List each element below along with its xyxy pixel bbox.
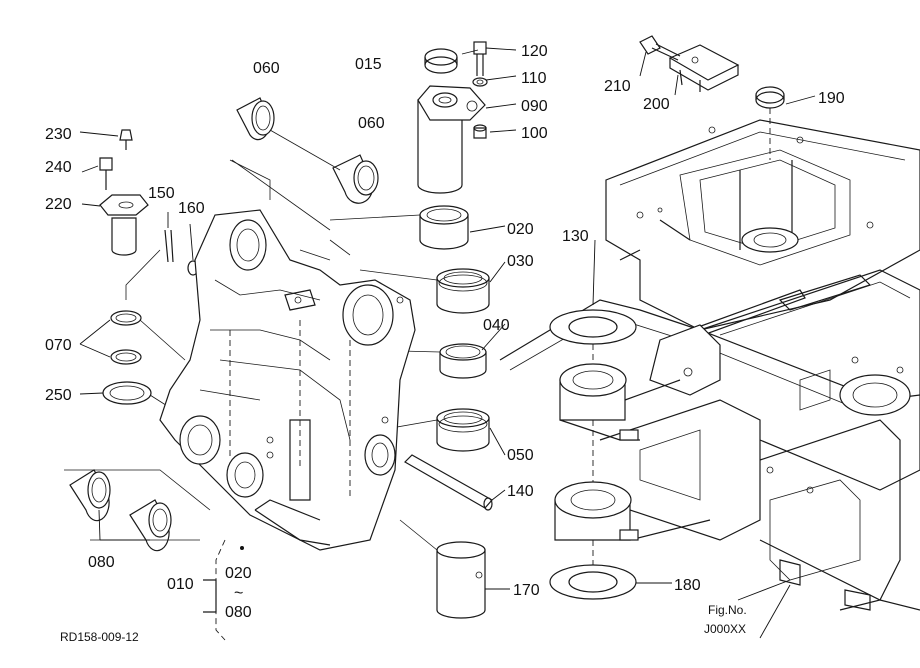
fig-code: J000XX: [704, 622, 746, 636]
washer-130: [549, 309, 637, 345]
label-070: 070: [45, 337, 72, 354]
label-140: 140: [507, 483, 534, 500]
bushing-080: [69, 469, 172, 552]
label-240: 240: [45, 159, 72, 176]
label-160: 160: [178, 200, 205, 217]
plate-200: [668, 44, 740, 92]
label-170: 170: [513, 582, 540, 599]
label-220: 220: [45, 196, 72, 213]
bushing-020: [419, 205, 469, 250]
housing-boss: [417, 85, 486, 194]
label-030: 030: [507, 253, 534, 270]
fig-label: Fig.No.: [708, 603, 747, 617]
fitting-230: [119, 129, 133, 150]
bushing-060-lower: [332, 154, 379, 204]
label-010: 010: [167, 576, 194, 593]
cap-top: [424, 48, 458, 74]
label-090: 090: [521, 98, 548, 115]
label-200: 200: [643, 96, 670, 113]
label-230: 230: [45, 126, 72, 143]
ring-040: [439, 343, 487, 379]
label-190: 190: [818, 90, 845, 107]
seal-250: [102, 381, 152, 405]
label-060-top: 060: [253, 60, 280, 77]
label-range-end: 080: [225, 604, 252, 621]
washer-180: [549, 564, 637, 600]
bolt-210: [639, 35, 681, 61]
label-180: 180: [674, 577, 701, 594]
drawing-id: RD158-009-12: [60, 630, 139, 644]
label-range-tilde: ~: [234, 585, 243, 602]
label-015: 015: [355, 56, 382, 73]
cap-190: [755, 86, 785, 109]
label-210: 210: [604, 78, 631, 95]
nut-100: [473, 124, 487, 139]
label-130: 130: [562, 228, 589, 245]
label-050: 050: [507, 447, 534, 464]
label-020: 020: [507, 221, 534, 238]
housing-220: [99, 194, 149, 256]
range-bracket: [203, 539, 244, 641]
label-150: 150: [148, 185, 175, 202]
bushing-060-upper: [236, 97, 275, 141]
bushing-050: [436, 408, 490, 452]
pin-140: [404, 454, 493, 511]
pivot-boss: [554, 363, 711, 541]
leader-lines: [79, 47, 816, 639]
label-100: 100: [521, 125, 548, 142]
label-120: 120: [521, 43, 548, 60]
label-110: 110: [521, 70, 547, 87]
washer-110: [472, 77, 488, 87]
label-060-lower: 060: [358, 115, 385, 132]
bolt-120: [473, 41, 487, 76]
pin-170: [436, 541, 486, 619]
label-080: 080: [88, 554, 115, 571]
main-casting: [159, 209, 416, 551]
fitting-240: [99, 157, 113, 190]
part-labels: 060 015 120 110 090 100 060 210 200 190 …: [45, 43, 845, 621]
label-250: 250: [45, 387, 72, 404]
label-040: 040: [483, 317, 510, 334]
label-range-start: 020: [225, 565, 252, 582]
bushing-030: [436, 268, 490, 314]
pin-150: [164, 229, 174, 263]
machine-frame: [499, 119, 920, 611]
oring-070: [110, 310, 142, 365]
